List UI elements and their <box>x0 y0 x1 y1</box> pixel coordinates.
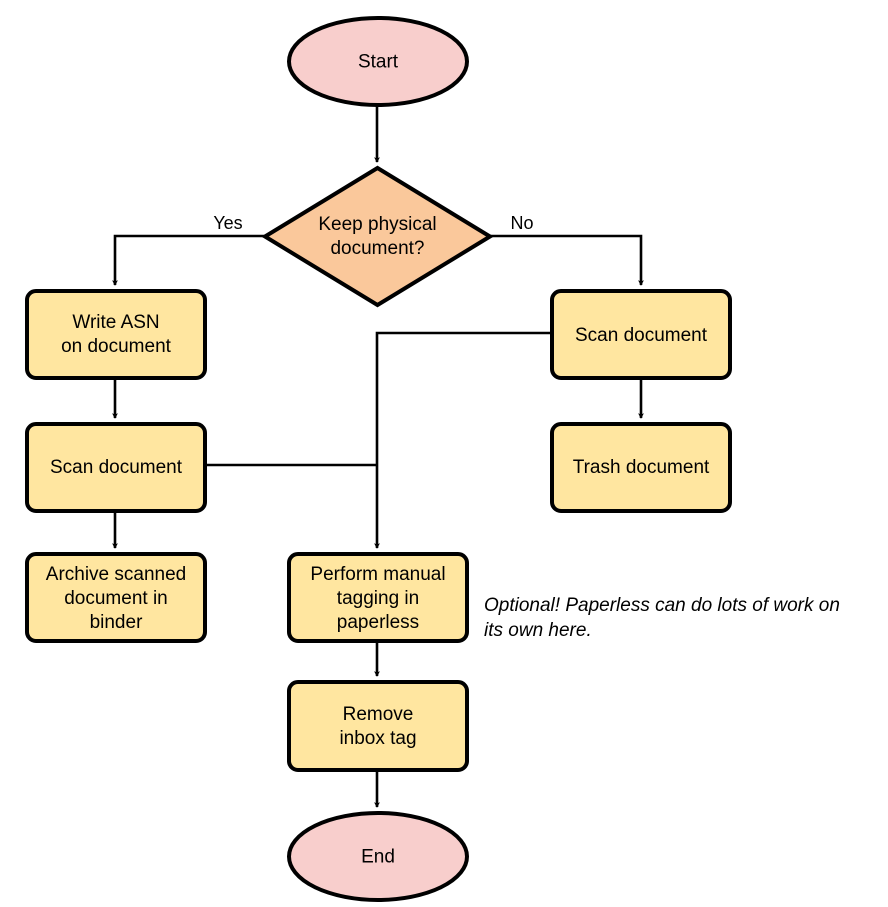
scan-document-left-label: Scan document <box>50 457 183 478</box>
trash-document-label: Trash document <box>573 457 710 478</box>
optional-note-line2: its own here. <box>484 620 592 641</box>
edge-scan-right-to-manual-tagging <box>374 331 552 549</box>
edge-label-yes: Yes <box>213 213 242 233</box>
manual-tagging-label-line1: Perform manual <box>310 564 445 585</box>
edge-label-no: No <box>510 213 533 233</box>
node-write-asn-on-document[interactable]: Write ASN on document <box>25 289 207 380</box>
decision-label-line1: Keep physical <box>318 214 436 235</box>
end-ellipse[interactable] <box>287 811 469 902</box>
start-label: Start <box>358 52 399 73</box>
archive-label-line1: Archive scanned <box>46 564 186 585</box>
scan-document-right-label: Scan document <box>575 325 708 346</box>
scan-document-left-box[interactable] <box>25 422 207 513</box>
edge-decision-no-to-scan-right <box>490 234 644 286</box>
scan-document-right-box[interactable] <box>550 289 732 380</box>
manual-tagging-label-line2: tagging in <box>337 588 419 609</box>
optional-note-line1: Optional! Paperless can do lots of work … <box>484 595 840 616</box>
decision-label-line2: document? <box>330 238 424 259</box>
manual-tagging-box[interactable] <box>287 552 469 643</box>
decision-diamond[interactable] <box>261 165 494 308</box>
start-ellipse[interactable] <box>287 16 469 107</box>
write-asn-box[interactable] <box>25 289 207 380</box>
manual-tagging-label-line3: paperless <box>337 612 419 633</box>
archive-label-line2: document in <box>64 588 168 609</box>
node-archive-scanned-document[interactable]: Archive scanned document in binder <box>25 552 207 643</box>
remove-inbox-tag-box[interactable] <box>287 680 469 772</box>
node-perform-manual-tagging[interactable]: Perform manual tagging in paperless <box>287 552 469 643</box>
node-start[interactable]: Start <box>287 16 469 107</box>
node-end[interactable]: End <box>287 811 469 902</box>
annotation-optional-note: Optional! Paperless can do lots of work … <box>484 595 840 641</box>
remove-inbox-label-line1: Remove <box>343 704 414 725</box>
node-scan-document-right[interactable]: Scan document <box>550 289 732 380</box>
remove-inbox-label-line2: inbox tag <box>339 728 416 749</box>
trash-document-box[interactable] <box>550 422 732 513</box>
node-scan-document-left[interactable]: Scan document <box>25 422 207 513</box>
node-remove-inbox-tag[interactable]: Remove inbox tag <box>287 680 469 772</box>
end-label: End <box>361 847 395 868</box>
archive-box[interactable] <box>25 552 207 643</box>
connector-group <box>112 105 644 808</box>
edge-decision-yes-to-write-asn <box>112 234 265 286</box>
node-trash-document[interactable]: Trash document <box>550 422 732 513</box>
archive-label-line3: binder <box>90 612 143 633</box>
write-asn-label-line2: on document <box>61 336 172 357</box>
node-decision-keep-physical-document[interactable]: Keep physical document? <box>261 165 494 308</box>
write-asn-label-line1: Write ASN <box>72 312 159 333</box>
